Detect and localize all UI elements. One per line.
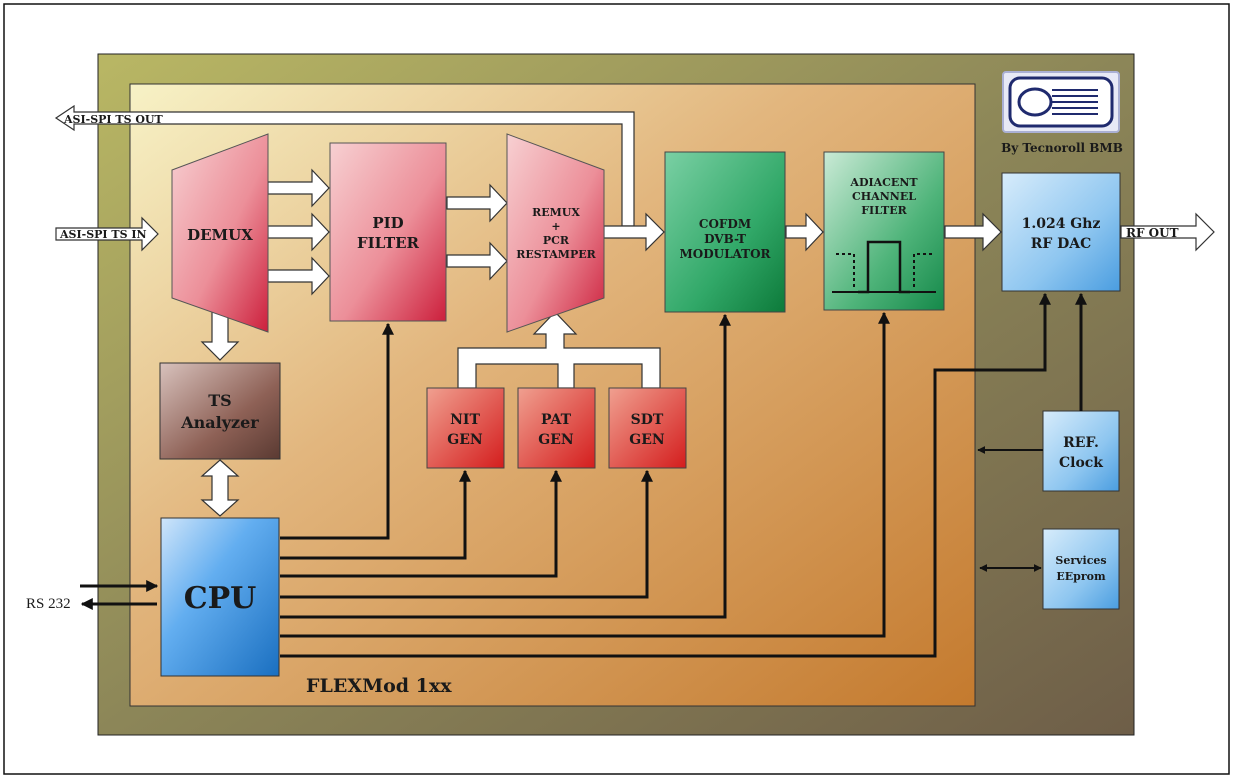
ts-in-flow-arrow	[55, 216, 159, 252]
ref-clock-label-1: REF.	[1063, 435, 1099, 451]
ref-clock-label-2: Clock	[1059, 455, 1103, 471]
wire-cpu-filter	[280, 311, 890, 638]
ts-analyzer-label-2: Analyzer	[180, 413, 259, 432]
ref-clock-block: REF. Clock	[1042, 410, 1120, 492]
wire-cpu-cofdm	[280, 313, 731, 619]
rf-dac-block: 1.024 Ghz RF DAC	[1001, 172, 1121, 292]
demux-to-pid-arrow-2	[267, 212, 330, 252]
rs232-label: RS 232	[26, 596, 71, 612]
channel-filter-label-3: FILTER	[861, 204, 907, 217]
services-eeprom-label-2: EEprom	[1056, 570, 1106, 583]
nit-gen-label-2: GEN	[447, 432, 483, 448]
cofdm-modulator-block: COFDM DVB-T MODULATOR	[664, 151, 786, 313]
sdt-gen-label-1: SDT	[631, 412, 664, 428]
channel-filter-block: ADIACENT CHANNEL FILTER	[823, 151, 945, 311]
pat-gen-label-1: PAT	[541, 412, 572, 428]
ts-out-flow-arrow	[54, 104, 635, 227]
ts-analyzer-block: TS Analyzer	[159, 362, 281, 460]
cofdm-label-3: MODULATOR	[679, 247, 771, 261]
cofdm-label-1: COFDM	[699, 217, 751, 231]
wire-cpu-nit	[280, 469, 471, 560]
wire-cpu-pid	[280, 322, 394, 540]
remux-label-4: RESTAMPER	[516, 248, 596, 261]
tables-to-remux-arrow	[457, 311, 661, 389]
demux-label: DEMUX	[187, 226, 253, 244]
rf-dac-label-2: RF DAC	[1031, 236, 1092, 252]
wire-cpu-dac	[280, 292, 1051, 658]
pid-to-remux-arrow-1	[446, 183, 508, 223]
pat-gen-label-2: GEN	[538, 432, 574, 448]
logo-caption: By Tecnoroll BMB	[1001, 141, 1123, 155]
rf-out-label: RF OUT	[1126, 226, 1179, 240]
ts-in-label: ASI-SPI TS IN	[59, 228, 147, 241]
demux-to-pid-arrow-1	[267, 168, 330, 208]
cpu-block: CPU	[160, 517, 280, 677]
sdt-gen-label-2: GEN	[629, 432, 665, 448]
wire-cpu-pat	[280, 469, 562, 578]
tecnoroll-logo	[1002, 71, 1120, 133]
remux-to-cofdm-arrow	[603, 212, 665, 252]
pid-filter-label-1: PID	[372, 214, 403, 232]
filter-response-icon	[832, 240, 936, 294]
sdt-gen-block: SDT GEN	[608, 387, 687, 469]
remux-label-1: REMUX	[532, 206, 580, 219]
remux-block: REMUX + PCR RESTAMPER	[506, 133, 605, 333]
analyzer-cpu-double-arrow	[200, 459, 240, 517]
pid-filter-label-2: FILTER	[357, 234, 420, 252]
ts-analyzer-label-1: TS	[208, 391, 231, 410]
nit-gen-label-1: NIT	[450, 412, 480, 428]
pid-to-remux-arrow-2	[446, 241, 508, 281]
wire-cpu-sdt	[280, 469, 653, 599]
channel-filter-label-1: ADIACENT	[849, 176, 918, 189]
ts-out-label: ASI-SPI TS OUT	[63, 113, 164, 126]
rs232-link	[80, 580, 159, 610]
pid-filter-block: PID FILTER	[329, 142, 447, 322]
nit-gen-block: NIT GEN	[426, 387, 505, 469]
board-title: FLEXMod 1xx	[306, 675, 452, 697]
remux-label-2: +	[551, 220, 560, 233]
cpu-control-bus	[280, 292, 1087, 658]
remux-label-3: PCR	[543, 234, 570, 247]
demux-to-pid-arrow-3	[267, 256, 330, 296]
channel-filter-label-2: CHANNEL	[852, 190, 916, 203]
services-eeprom-block: Services EEprom	[1042, 528, 1120, 610]
demux-block: DEMUX	[171, 133, 269, 333]
cofdm-to-filter-arrow	[785, 212, 824, 252]
rf-dac-label-1: 1.024 Ghz	[1022, 216, 1101, 232]
services-eeprom-label-1: Services	[1055, 554, 1106, 567]
cofdm-label-2: DVB-T	[704, 232, 746, 246]
rf-out-flow-arrow	[1120, 212, 1215, 252]
cpu-label: CPU	[184, 581, 257, 616]
pat-gen-block: PAT GEN	[517, 387, 596, 469]
filter-to-dac-arrow	[944, 212, 1002, 252]
